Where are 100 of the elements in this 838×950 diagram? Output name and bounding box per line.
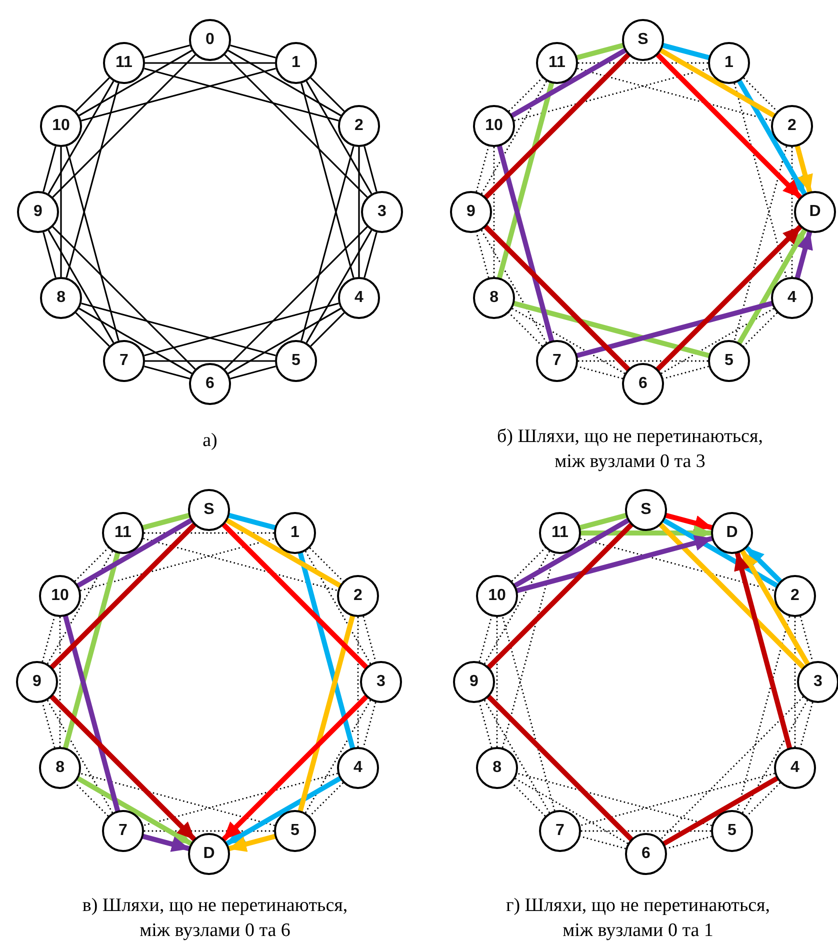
dotted-edge (514, 68, 709, 122)
graph-edge (42, 146, 56, 192)
node-circle: 5 (274, 810, 316, 852)
graph-edge (81, 68, 276, 122)
path-arrow (740, 548, 810, 666)
path-segment (574, 300, 774, 358)
dotted-edge (309, 547, 344, 582)
dotted-edge (46, 700, 114, 814)
path-segment (512, 518, 630, 588)
node-circle: 2 (336, 575, 379, 617)
dotted-edge (309, 782, 344, 817)
path-segment (497, 80, 554, 280)
path-segment (49, 522, 197, 670)
dotted-edge (581, 830, 711, 832)
graph-edge (75, 312, 110, 347)
dotted-edge (304, 700, 372, 814)
node-circle: 9 (453, 661, 495, 703)
path-segment (483, 224, 631, 372)
node-circle: 11 (102, 512, 144, 554)
path-segment (221, 522, 369, 670)
node-circle: 9 (17, 191, 59, 233)
graph-edge (78, 50, 192, 116)
graph-edge (228, 308, 342, 374)
graph-edge (145, 360, 275, 362)
graph-edge (310, 77, 345, 112)
path-segment (578, 512, 628, 530)
node-circle: 7 (103, 340, 145, 382)
path-arrow (664, 512, 714, 531)
graph-edge (224, 226, 368, 370)
path-arrow (655, 224, 803, 372)
dotted-edge (74, 547, 109, 582)
graph-edge (230, 44, 276, 58)
path-segment (63, 614, 120, 814)
graph-edge (60, 147, 62, 277)
graph-edge (48, 230, 114, 344)
path-arrow (744, 545, 783, 584)
graph-edge (364, 146, 378, 192)
dotted-edge (580, 772, 775, 826)
dotted-edge (660, 696, 804, 840)
node-circle: 11 (539, 512, 581, 554)
dotted-edge (357, 617, 359, 747)
dotted-edge (74, 782, 109, 817)
dotted-edge (80, 772, 275, 826)
node-circle: 2 (338, 105, 380, 147)
path-arrow (737, 78, 807, 196)
node-circle: 6 (189, 363, 231, 405)
graph-edge (144, 302, 339, 356)
path-segment (662, 518, 780, 588)
dotted-edge (476, 232, 490, 278)
graph-edge (144, 366, 190, 380)
dotted-edge (743, 77, 778, 112)
node-circle: 1 (708, 42, 750, 84)
dotted-edge (736, 616, 790, 811)
dotted-edge (746, 782, 781, 817)
node-circle: 4 (774, 747, 816, 789)
path-segment (140, 512, 192, 530)
graph-edge (144, 68, 339, 122)
node-circle: 7 (536, 340, 578, 382)
node-circle: 11 (536, 42, 578, 84)
dotted-edge (480, 230, 548, 344)
dotted-edge (734, 146, 788, 341)
dotted-edge (742, 700, 808, 814)
graph-edge (66, 146, 120, 341)
node-circle: 1 (275, 42, 317, 84)
path-segment (76, 518, 194, 588)
node-circle: 6 (625, 833, 667, 875)
dotted-edge (666, 836, 712, 850)
caption: б) Шляхи, що не перетинаються, між вузлами 0 та 3 (496, 425, 764, 474)
dotted-edge (663, 366, 709, 380)
node-circle: 1 (274, 512, 316, 554)
node-circle: 4 (770, 277, 813, 319)
node-circle: 4 (336, 747, 379, 789)
graph-edge (228, 50, 342, 116)
dotted-edge (508, 312, 543, 347)
graph-edge (144, 44, 190, 58)
dotted-edge (578, 62, 708, 64)
node-circle: 10 (40, 105, 82, 147)
node-circle: 5 (275, 340, 317, 382)
node-circle: 3 (360, 661, 402, 703)
dotted-edge (304, 550, 372, 664)
graph-edge (42, 232, 56, 278)
path-segment (298, 550, 355, 750)
caption: г) Шляхи, що не перетинаються, між вузлами 0 та 1 (504, 894, 772, 943)
path-segment (658, 48, 776, 118)
path-arrow (737, 228, 807, 346)
node-circle: 10 (39, 575, 82, 617)
graph-edge (300, 146, 354, 341)
dotted-edge (478, 702, 492, 748)
dotted-edge (511, 547, 546, 582)
dotted-edge (496, 617, 498, 747)
node-circle: 8 (476, 747, 518, 789)
path-segment (224, 518, 342, 588)
dotted-edge (493, 147, 495, 277)
graph-edge (66, 83, 120, 278)
path-segment (298, 614, 355, 814)
node-circle: D (794, 191, 836, 233)
dotted-edge (362, 616, 376, 662)
node-circle: 8 (40, 277, 82, 319)
dotted-edge (508, 77, 543, 112)
caption: а) (202, 429, 218, 453)
